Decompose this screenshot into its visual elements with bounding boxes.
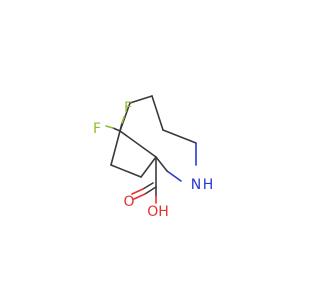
- bond-c-f: [112, 127, 121, 132]
- hydroxyl-label: OH: [147, 204, 169, 220]
- bond-c-f: [119, 122, 123, 132]
- bond-c-o-double-2: [142, 182, 154, 190]
- nitrogen-label: N: [191, 177, 201, 193]
- bond-c-f: [121, 116, 125, 124]
- bond-c-c: [155, 156, 168, 172]
- bond-c-c: [110, 130, 121, 166]
- bond-c-f: [105, 125, 114, 129]
- fluorine-label-2: F: [124, 100, 132, 116]
- bond-c-c: [140, 156, 157, 178]
- bond-c-c: [129, 95, 153, 104]
- nitrogen-hydrogen-label: H: [203, 177, 214, 193]
- molecule-structure: F F N H O OH: [93, 95, 214, 220]
- bond-c-o-double: [144, 186, 157, 195]
- molecule-canvas: F F N H O OH: [92, 95, 214, 220]
- bond-c-o-double-2: [131, 188, 144, 195]
- bond-c-c: [162, 129, 197, 144]
- bond-c-c: [110, 164, 142, 178]
- bond-n-c: [166, 170, 182, 182]
- oxygen-carbonyl-label: O: [123, 194, 134, 210]
- fluorine-label-1: F: [93, 121, 101, 137]
- bond-group-skeleton: [105, 95, 197, 204]
- bond-c-o-double: [133, 193, 146, 200]
- bond-c-c: [151, 95, 164, 131]
- bond-c-c: [119, 130, 157, 158]
